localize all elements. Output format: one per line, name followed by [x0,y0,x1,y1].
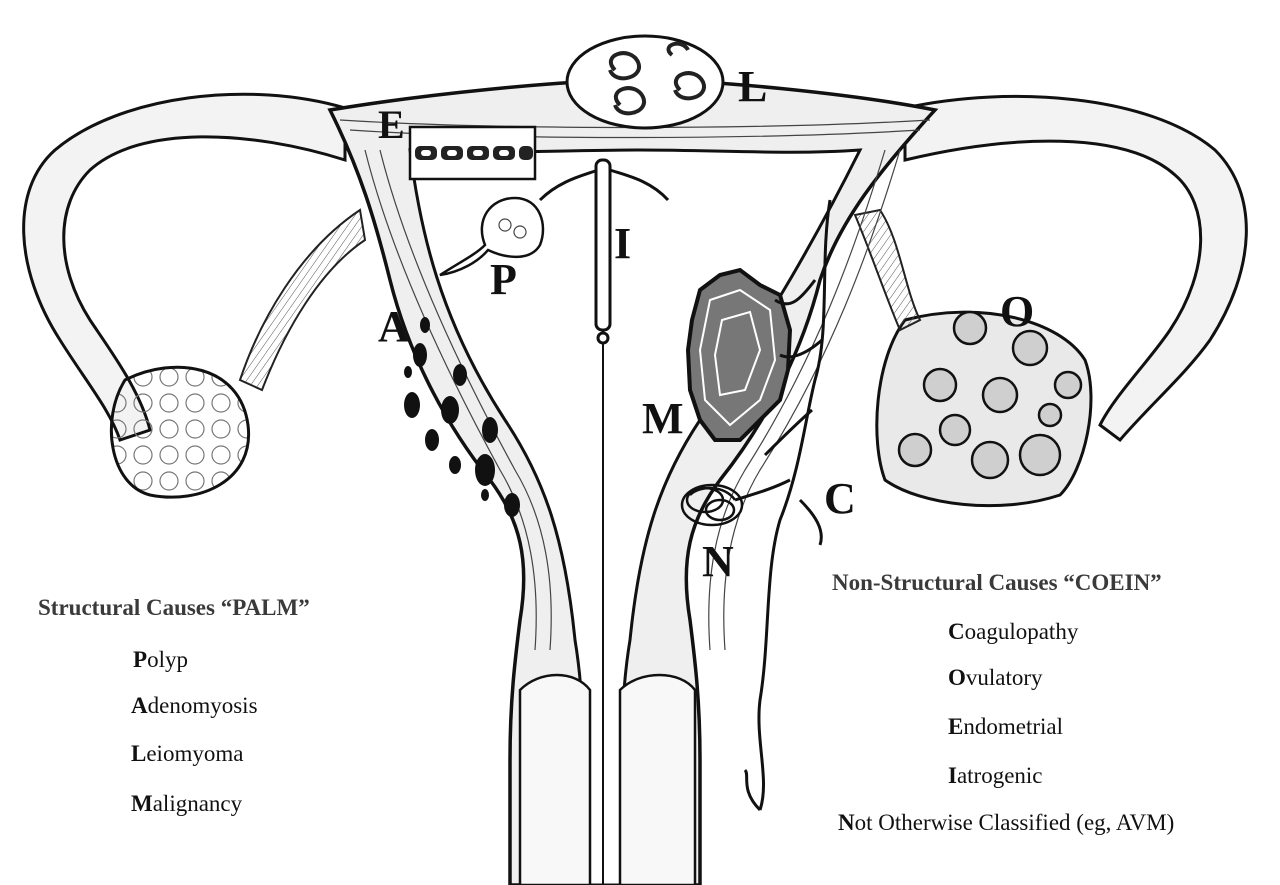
structural-heading: Structural Causes “PALM” [38,595,310,620]
label-polyp: P [490,255,517,304]
non-structural-item-endometrial: Endometrial [948,714,1063,739]
label-iatrogenic: I [614,219,632,268]
fundal-leiomyoma [565,34,725,130]
label-endometrial: E [378,102,405,147]
non-structural-item-ovulatory: Ovulatory [948,665,1043,690]
vessel-network [734,199,832,812]
label-coagulopathy: C [824,474,856,523]
label-not-otherwise-classified: N [702,537,734,586]
structural-item-polyp: Polyp [133,647,188,672]
non-structural-item-not-otherwise-classified: Not Otherwise Classified (eg, AVM) [838,810,1175,835]
label-ovulatory: O [1000,287,1035,336]
label-malignancy: M [642,394,684,443]
non-structural-item-coagulopathy: Coagulopathy [948,619,1079,644]
polyp [439,196,545,277]
label-adenomyosis: A [378,302,410,351]
non-structural-item-iatrogenic: Iatrogenic [948,763,1043,788]
iud [538,158,670,885]
avm-tangle [680,483,744,527]
right-fallopian-tube [903,94,1248,443]
cervical-canal [518,673,592,885]
left-ovary [109,365,251,499]
structural-legend: Structural Causes “PALM” [38,596,310,619]
non-structural-heading: Non-Structural Causes “COEIN” [832,570,1162,595]
non-structural-legend: Non-Structural Causes “COEIN” [832,571,1162,594]
structural-item-leiomyoma: Leiomyoma [131,741,244,766]
intramural-leiomyoma [685,267,793,442]
structural-item-adenomyosis: Adenomyosis [131,693,258,718]
structural-item-malignancy: Malignancy [131,791,243,816]
label-leiomyoma: L [738,62,768,111]
